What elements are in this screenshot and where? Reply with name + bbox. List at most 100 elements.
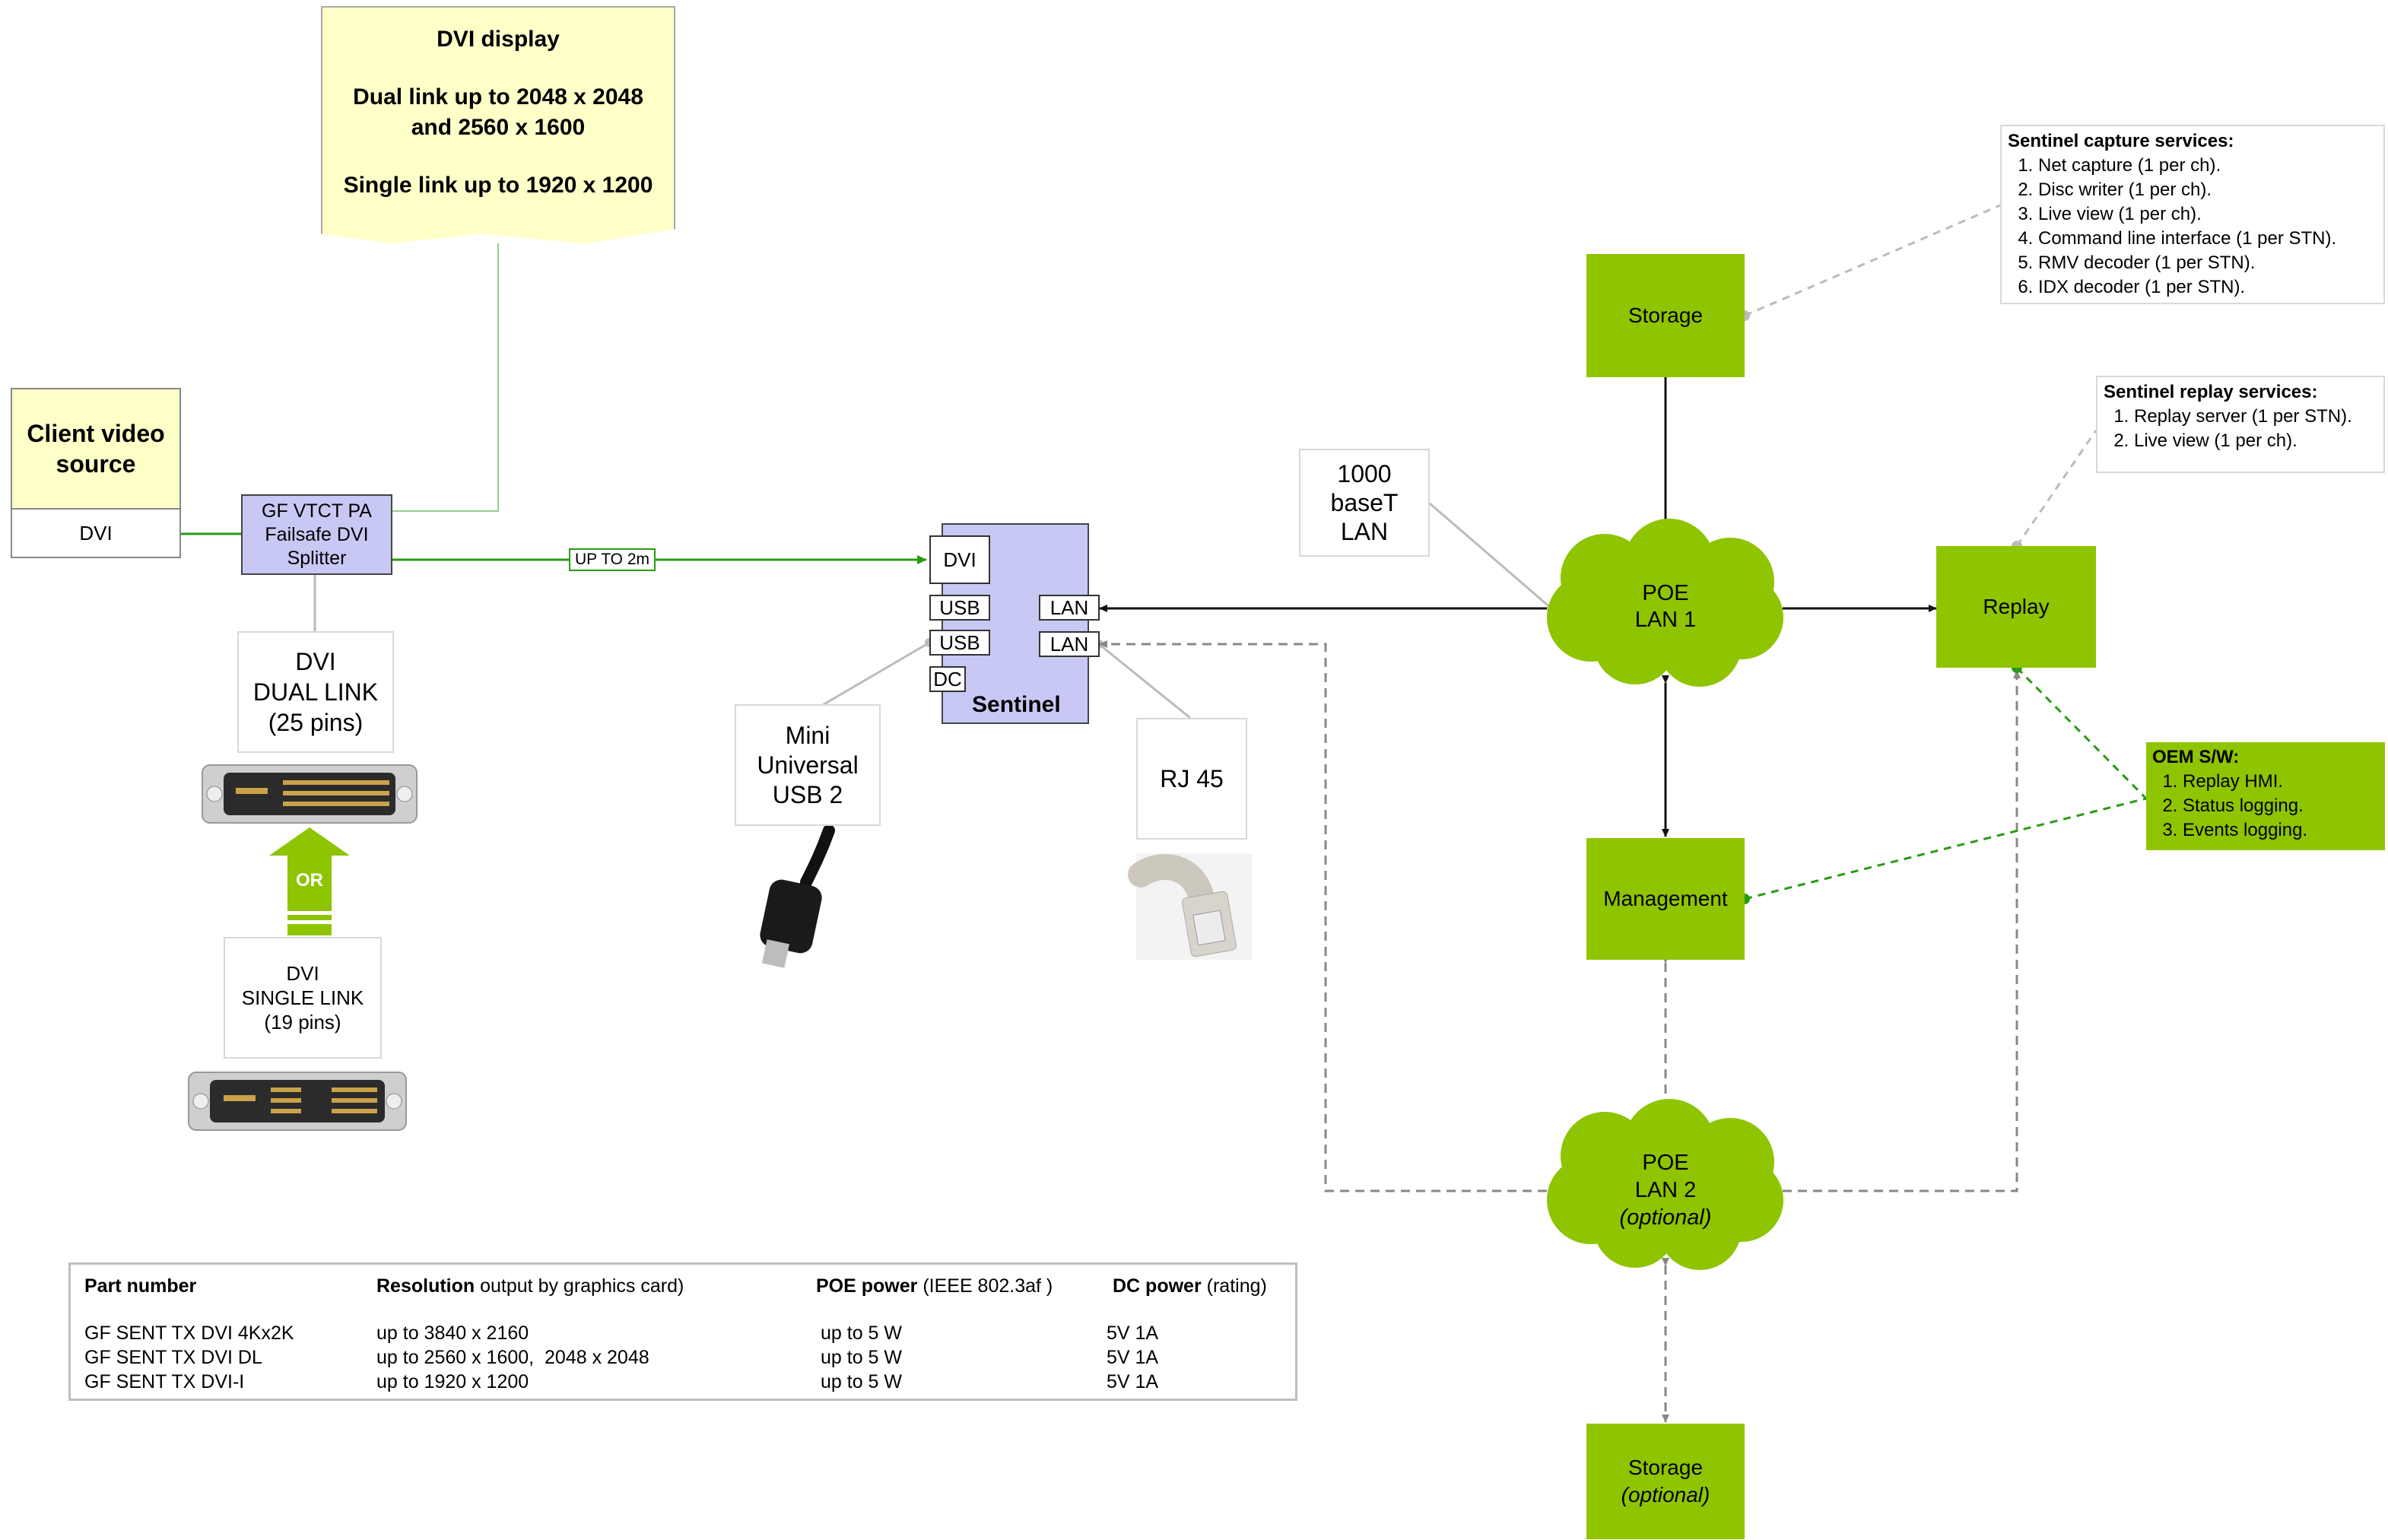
replay-services-title: Sentinel replay services: xyxy=(2104,382,2318,402)
replay-service-item: Replay server (1 per STN). xyxy=(2134,405,2377,429)
storage-top-label: Storage xyxy=(1627,303,1704,327)
sentinel-port-usb-2: USB xyxy=(929,630,990,656)
splitter-line-3: Splitter xyxy=(287,547,347,569)
management-label: Management xyxy=(1603,887,1728,910)
poe-lan1-label: POE LAN 1 xyxy=(1589,575,1742,639)
storage-top-box: Storage xyxy=(1586,254,1745,377)
table-header-poe: POE power (IEEE 802.3af ) xyxy=(816,1275,1053,1297)
mini-usb-line-2: Universal xyxy=(757,751,859,779)
client-video-source: Client video source xyxy=(11,388,181,510)
client-source-title-2: source xyxy=(56,450,136,478)
lan-speed-label: 1000 baseT LAN xyxy=(1299,449,1430,557)
storage-bottom-box: Storage (optional) xyxy=(1586,1424,1745,1539)
table-cell: up to 1920 x 1200 xyxy=(376,1371,529,1392)
poe-lan2-line-1: POE xyxy=(1642,1151,1689,1175)
dvi-display-note: DVI display Dual link up to 2048 x 2048 … xyxy=(321,6,675,243)
poe-lan2-line-3: (optional) xyxy=(1619,1205,1712,1230)
storage-bottom-optional: (optional) xyxy=(1621,1483,1710,1507)
cable-length-text: UP TO 2m xyxy=(574,551,650,568)
table-cell: GF SENT TX DVI DL xyxy=(84,1347,262,1368)
dvi-single-line-3: (19 pins) xyxy=(264,1011,341,1034)
oem-item: Events logging. xyxy=(2183,818,2379,843)
rj45-plug-icon xyxy=(1128,853,1252,960)
rj45-text: RJ 45 xyxy=(1160,764,1224,792)
sentinel-port-usb-1: USB xyxy=(929,595,990,621)
up-arrow-icon xyxy=(269,827,350,935)
capture-service-item: Disc writer (1 per ch). xyxy=(2038,178,2377,202)
client-dvi-port-label: DVI xyxy=(79,521,113,545)
replay-services-note: Sentinel replay services: Replay server … xyxy=(2096,376,2385,473)
splitter-line-1: GF VTCT PA xyxy=(262,500,372,522)
dvi-dual-line-1: DVI xyxy=(295,648,336,675)
sentinel-port-dvi: DVI xyxy=(929,535,990,584)
dvi-dual-link-connector-icon xyxy=(202,764,418,824)
table-cell: 5V 1A xyxy=(1107,1347,1159,1368)
capture-service-item: Net capture (1 per ch). xyxy=(2038,154,2377,178)
capture-services-note: Sentinel capture services: Net capture (… xyxy=(2000,125,2385,304)
poe-lan1-line-2: LAN 1 xyxy=(1634,608,1697,632)
lan-speed-line-3: LAN xyxy=(1340,518,1389,545)
table-cell: GF SENT TX DVI 4Kx2K xyxy=(84,1322,294,1344)
poe-lan1-line-1: POE xyxy=(1642,581,1689,605)
dvi-single-link-label: DVI SINGLE LINK (19 pins) xyxy=(224,937,382,1059)
sentinel-label: Sentinel xyxy=(972,692,1061,717)
table-cell: 5V 1A xyxy=(1107,1322,1159,1344)
table-cell: GF SENT TX DVI-I xyxy=(84,1371,245,1392)
rj45-label: RJ 45 xyxy=(1136,718,1247,840)
dvi-splitter: GF VTCT PA Failsafe DVI Splitter xyxy=(241,494,392,575)
poe-lan2-cloud xyxy=(1547,1099,1783,1270)
cable-length-label: UP TO 2m xyxy=(569,548,656,571)
lan-speed-line-2: baseT xyxy=(1330,489,1399,516)
table-cell: up to 3840 x 2160 xyxy=(376,1322,529,1344)
table-cell: up to 5 W xyxy=(821,1322,902,1344)
sentinel-port-dc: DC xyxy=(929,666,966,692)
client-source-title-1: Client video xyxy=(27,420,165,447)
dvi-single-line-1: DVI xyxy=(286,962,319,985)
capture-service-item: RMV decoder (1 per STN). xyxy=(2038,251,2377,275)
client-dvi-port: DVI xyxy=(11,510,181,558)
mini-usb-line-3: USB 2 xyxy=(772,780,843,808)
oem-title: OEM S/W: xyxy=(2152,747,2240,767)
table-cell: up to 5 W xyxy=(821,1347,902,1368)
capture-service-item: IDX decoder (1 per STN). xyxy=(2038,275,2377,300)
replay-box: Replay xyxy=(1936,546,2096,668)
capture-services-title: Sentinel capture services: xyxy=(2008,131,2234,151)
part-number-table: Part number Resolution output by graphic… xyxy=(68,1262,1297,1401)
dvi-display-dual-link: Dual link up to 2048 x 2048 xyxy=(353,84,643,110)
dvi-single-line-2: SINGLE LINK xyxy=(241,986,364,1009)
oem-software-note: OEM S/W: Replay HMI. Status logging. Eve… xyxy=(2146,742,2385,850)
dvi-display-dual-link-2: and 2560 x 1600 xyxy=(411,115,586,140)
oem-item: Replay HMI. xyxy=(2183,770,2379,794)
storage-bottom-label: Storage xyxy=(1627,1456,1704,1479)
poe-lan1-cloud xyxy=(1547,519,1783,687)
oem-item: Status logging. xyxy=(2183,794,2379,818)
management-box: Management xyxy=(1586,838,1745,960)
sentinel-port-lan-1: LAN xyxy=(1039,595,1100,621)
lan-speed-line-1: 1000 xyxy=(1337,460,1392,487)
display-link-line xyxy=(392,243,499,512)
table-header-part: Part number xyxy=(84,1275,197,1297)
poe-lan2-line-2: LAN 2 xyxy=(1634,1178,1697,1202)
poe-lan2-label: POE LAN 2 (optional) xyxy=(1582,1145,1749,1235)
dvi-dual-line-2: DUAL LINK xyxy=(252,678,379,706)
mini-usb-label: Mini Universal USB 2 xyxy=(735,704,881,826)
table-header-resolution: Resolution output by graphics card) xyxy=(376,1275,684,1297)
dvi-dual-link-label: DVI DUAL LINK (25 pins) xyxy=(237,631,394,753)
capture-service-item: Live view (1 per ch). xyxy=(2038,202,2377,227)
mini-usb-plug-icon xyxy=(760,824,835,968)
dvi-display-title: DVI display xyxy=(437,27,560,52)
mini-usb-line-1: Mini xyxy=(785,721,830,749)
table-cell: up to 2560 x 1600, 2048 x 2048 xyxy=(376,1347,649,1368)
table-header-dc: DC power (rating) xyxy=(1113,1275,1267,1297)
or-label: OR xyxy=(296,870,323,891)
sentinel-port-lan-2: LAN xyxy=(1039,631,1100,657)
splitter-line-2: Failsafe DVI xyxy=(265,523,369,545)
dvi-display-single-link: Single link up to 1920 x 1200 xyxy=(343,173,653,198)
table-cell: 5V 1A xyxy=(1107,1371,1159,1392)
dvi-single-link-connector-icon xyxy=(188,1072,407,1131)
table-cell: up to 5 W xyxy=(821,1371,902,1392)
replay-service-item: Live view (1 per ch). xyxy=(2134,429,2377,453)
dvi-dual-line-3: (25 pins) xyxy=(268,709,364,736)
replay-label: Replay xyxy=(1983,595,2050,618)
